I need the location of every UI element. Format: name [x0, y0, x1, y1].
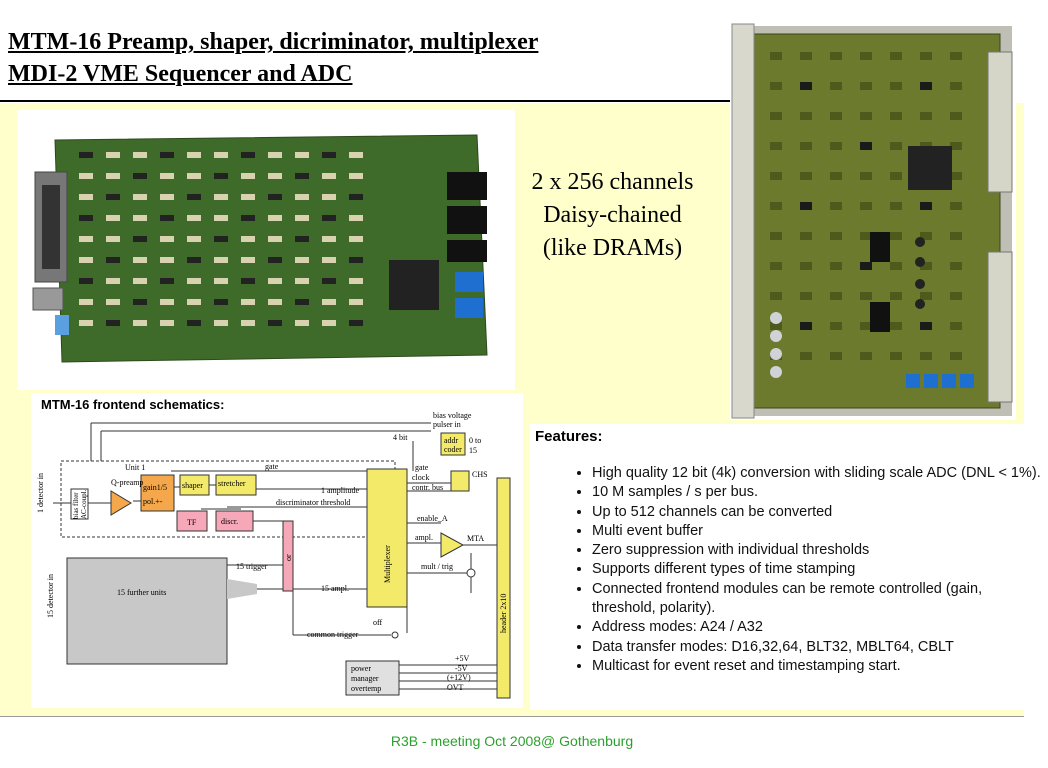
- svg-text:coder: coder: [444, 445, 462, 454]
- svg-text:header 2x10: header 2x10: [499, 594, 508, 633]
- svg-text:power: power: [351, 664, 371, 673]
- svg-text:TF: TF: [187, 518, 197, 527]
- vme-connector-p1: [987, 51, 1013, 193]
- preamp-triangle: [110, 490, 132, 516]
- feature-item: Supports different types of time stampin…: [592, 560, 1048, 579]
- features-title: Features:: [535, 428, 603, 445]
- label-detector-in: 1 detector in: [36, 473, 45, 513]
- addr-coder-block: [440, 432, 466, 456]
- title-underline-rule: [0, 100, 732, 102]
- svg-text:(+12V): (+12V): [447, 673, 471, 682]
- multiplexer-block: [366, 468, 408, 608]
- feature-item: Address modes: A24 / A32: [592, 618, 1048, 637]
- schematic-diagram: 1 detector in bias filter AC-coupl. Unit…: [36, 411, 511, 699]
- svg-text:OVT: OVT: [447, 683, 464, 692]
- svg-text:-5V: -5V: [455, 664, 468, 673]
- svg-text:Unit 1: Unit 1: [125, 463, 145, 472]
- svg-text:15 further units: 15 further units: [117, 588, 166, 597]
- svg-text:enable_A: enable_A: [417, 514, 448, 523]
- features-box: Features: High quality 12 bit (4k) conve…: [530, 424, 1041, 710]
- schematic-title: MTM-16 frontend schematics:: [41, 397, 225, 412]
- svg-text:manager: manager: [351, 674, 379, 683]
- mta-triangle: [440, 532, 465, 558]
- svg-text:contr. bus: contr. bus: [412, 483, 443, 492]
- svg-text:+5V: +5V: [455, 654, 470, 663]
- mdi2-board-drawing: [731, 23, 1013, 419]
- channels-line-1: 2 x 256 channels: [531, 169, 694, 195]
- svg-text:shaper: shaper: [182, 481, 203, 490]
- vme-connector-p2: [987, 251, 1013, 403]
- svg-text:15 trigger: 15 trigger: [236, 562, 268, 571]
- svg-text:4 bit: 4 bit: [393, 433, 408, 442]
- feature-item: Multicast for event reset and timestampi…: [592, 657, 1048, 676]
- mtm16-board-drawing: [32, 134, 488, 363]
- svg-text:off: off: [373, 618, 383, 627]
- mdi-main-chip: [908, 146, 952, 190]
- svg-text:AC-coupl.: AC-coupl.: [80, 489, 88, 519]
- dip-switch-1: [455, 272, 483, 292]
- ribbon-connector-3: [447, 240, 487, 262]
- svg-text:ampl.: ampl.: [415, 533, 433, 542]
- svg-text:pulser in: pulser in: [433, 420, 461, 429]
- footer-text: R3B - meeting Oct 2008@ Gothenburg: [390, 733, 634, 749]
- svg-text:Multiplexer: Multiplexer: [383, 545, 392, 583]
- shaper-block: [179, 474, 210, 496]
- dip-switch-2: [455, 298, 483, 318]
- svg-text:overtemp: overtemp: [351, 684, 381, 693]
- feature-item: Data transfer modes: D16,32,64, BLT32, M…: [592, 638, 1048, 657]
- svg-text:15 ampl.: 15 ampl.: [321, 584, 349, 593]
- svg-text:MTA: MTA: [467, 534, 484, 543]
- ribbon-connector-1: [447, 172, 487, 200]
- power-manager-block: [345, 660, 400, 696]
- svg-text:discriminator threshold: discriminator threshold: [276, 498, 350, 507]
- gain-pol-block: [140, 474, 175, 512]
- svg-text:or: or: [284, 554, 293, 561]
- bias-filter-block: [70, 488, 89, 520]
- svg-text:discr.: discr.: [221, 517, 238, 526]
- title-line-2: MDI-2 VME Sequencer and ADC: [8, 61, 353, 87]
- fpga-chip: [389, 260, 439, 310]
- svg-text:15: 15: [469, 446, 477, 455]
- feature-item: 10 M samples / s per bus.: [592, 483, 1048, 502]
- svg-text:common trigger: common trigger: [307, 630, 359, 639]
- svg-text:gate: gate: [415, 463, 429, 472]
- channels-line-2: Daisy-chained: [543, 202, 682, 228]
- title-line-1: MTM-16 Preamp, shaper, dicriminator, mul…: [8, 29, 539, 55]
- svg-text:pol.+-: pol.+-: [143, 497, 163, 506]
- further-units-block: [66, 557, 228, 665]
- feature-item: High quality 12 bit (4k) conversion with…: [592, 464, 1048, 483]
- mtm16-board-photo: [17, 110, 515, 390]
- svg-text:CHS: CHS: [472, 470, 488, 479]
- svg-text:mult / trig: mult / trig: [421, 562, 453, 571]
- or-block: [282, 520, 294, 592]
- schematic-blocks: [66, 432, 511, 699]
- discr-block: [215, 510, 254, 532]
- feature-item: Connected frontend modules can be remote…: [592, 580, 1048, 619]
- chs-block: [450, 470, 470, 492]
- mdi2-board-photo: [730, 22, 1016, 420]
- svg-text:Q-preamp: Q-preamp: [111, 478, 143, 487]
- svg-text:0 to: 0 to: [469, 436, 481, 445]
- svg-text:clock: clock: [412, 473, 429, 482]
- feature-item: Up to 512 channels can be converted: [592, 503, 1048, 522]
- svg-text:1 amplitude: 1 amplitude: [321, 486, 359, 495]
- svg-text:addr: addr: [444, 436, 459, 445]
- channels-note: 2 x 256 channels Daisy-chained (like DRA…: [515, 166, 710, 265]
- ribbon-connector-2: [447, 206, 487, 234]
- header-block: [496, 477, 511, 699]
- frontend-schematic: MTM-16 frontend schematics:: [31, 393, 523, 708]
- svg-text:bias filter: bias filter: [72, 492, 80, 519]
- channels-line-3: (like DRAMs): [542, 235, 683, 261]
- svg-text:stretcher: stretcher: [218, 479, 246, 488]
- svg-text:bias voltage: bias voltage: [433, 411, 472, 420]
- feature-item: Multi event buffer: [592, 522, 1048, 541]
- slide-title: MTM-16 Preamp, shaper, dicriminator, mul…: [8, 26, 538, 90]
- tf-block: [176, 510, 208, 532]
- svg-text:15 detector in: 15 detector in: [46, 574, 55, 618]
- svg-text:gain1/5: gain1/5: [143, 483, 167, 492]
- features-list: High quality 12 bit (4k) conversion with…: [558, 464, 1048, 676]
- stretcher-block: [215, 474, 257, 496]
- feature-item: Zero suppression with individual thresho…: [592, 541, 1048, 560]
- svg-text:gate: gate: [265, 462, 279, 471]
